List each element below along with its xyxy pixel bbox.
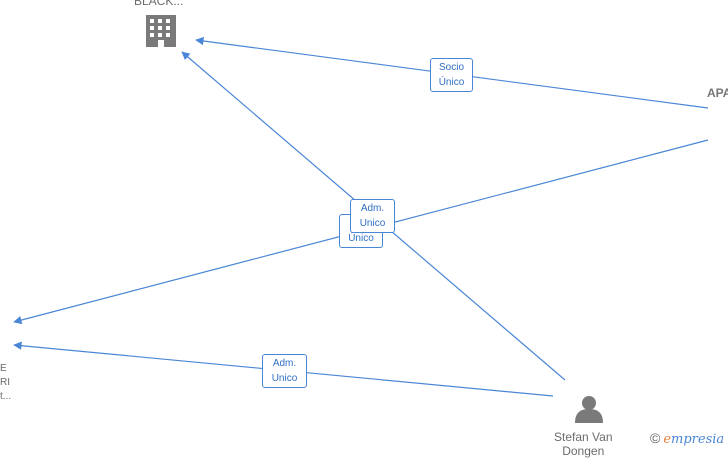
company-left-label-line-3: t... [0,391,12,402]
company-right-label[interactable]: APA [707,86,728,100]
edge-label-adm-unico-bottom[interactable]: Adm. Unico [262,354,307,388]
person-icon[interactable] [575,396,603,423]
person-label-line-1: Stefan Van [554,430,613,444]
company-top-label[interactable]: BLACK... [134,0,184,8]
empresia-brand: ©empresia [650,430,724,447]
edge-label-line-2: Único [438,77,465,88]
edge-label-adm-unico-center[interactable]: Adm. Unico [350,199,395,233]
edge-label-line-2: Unico [359,218,386,229]
company-left-label-line-1: E [0,363,7,374]
company-left-label[interactable]: E RI t... [0,362,11,404]
edge-label-line-1: Adm. [272,358,297,369]
person-label[interactable]: Stefan Van Dongen [554,430,613,458]
edge-label-socio-unico[interactable]: Socio Único [430,58,473,92]
copyright-icon: © [650,430,661,446]
brand-initial: e [663,432,672,447]
brand-name: mpresia [671,432,725,447]
company-left-label-line-2: RI [0,377,10,388]
edge-label-line-1: Socio [438,62,464,73]
edge-label-line-2: Unico [271,373,298,384]
edge-label-line-1: Adm. [360,203,385,214]
person-label-line-2: Dongen [562,444,605,458]
edge-label-line-2: Único [348,233,374,244]
building-icon[interactable] [146,15,176,47]
